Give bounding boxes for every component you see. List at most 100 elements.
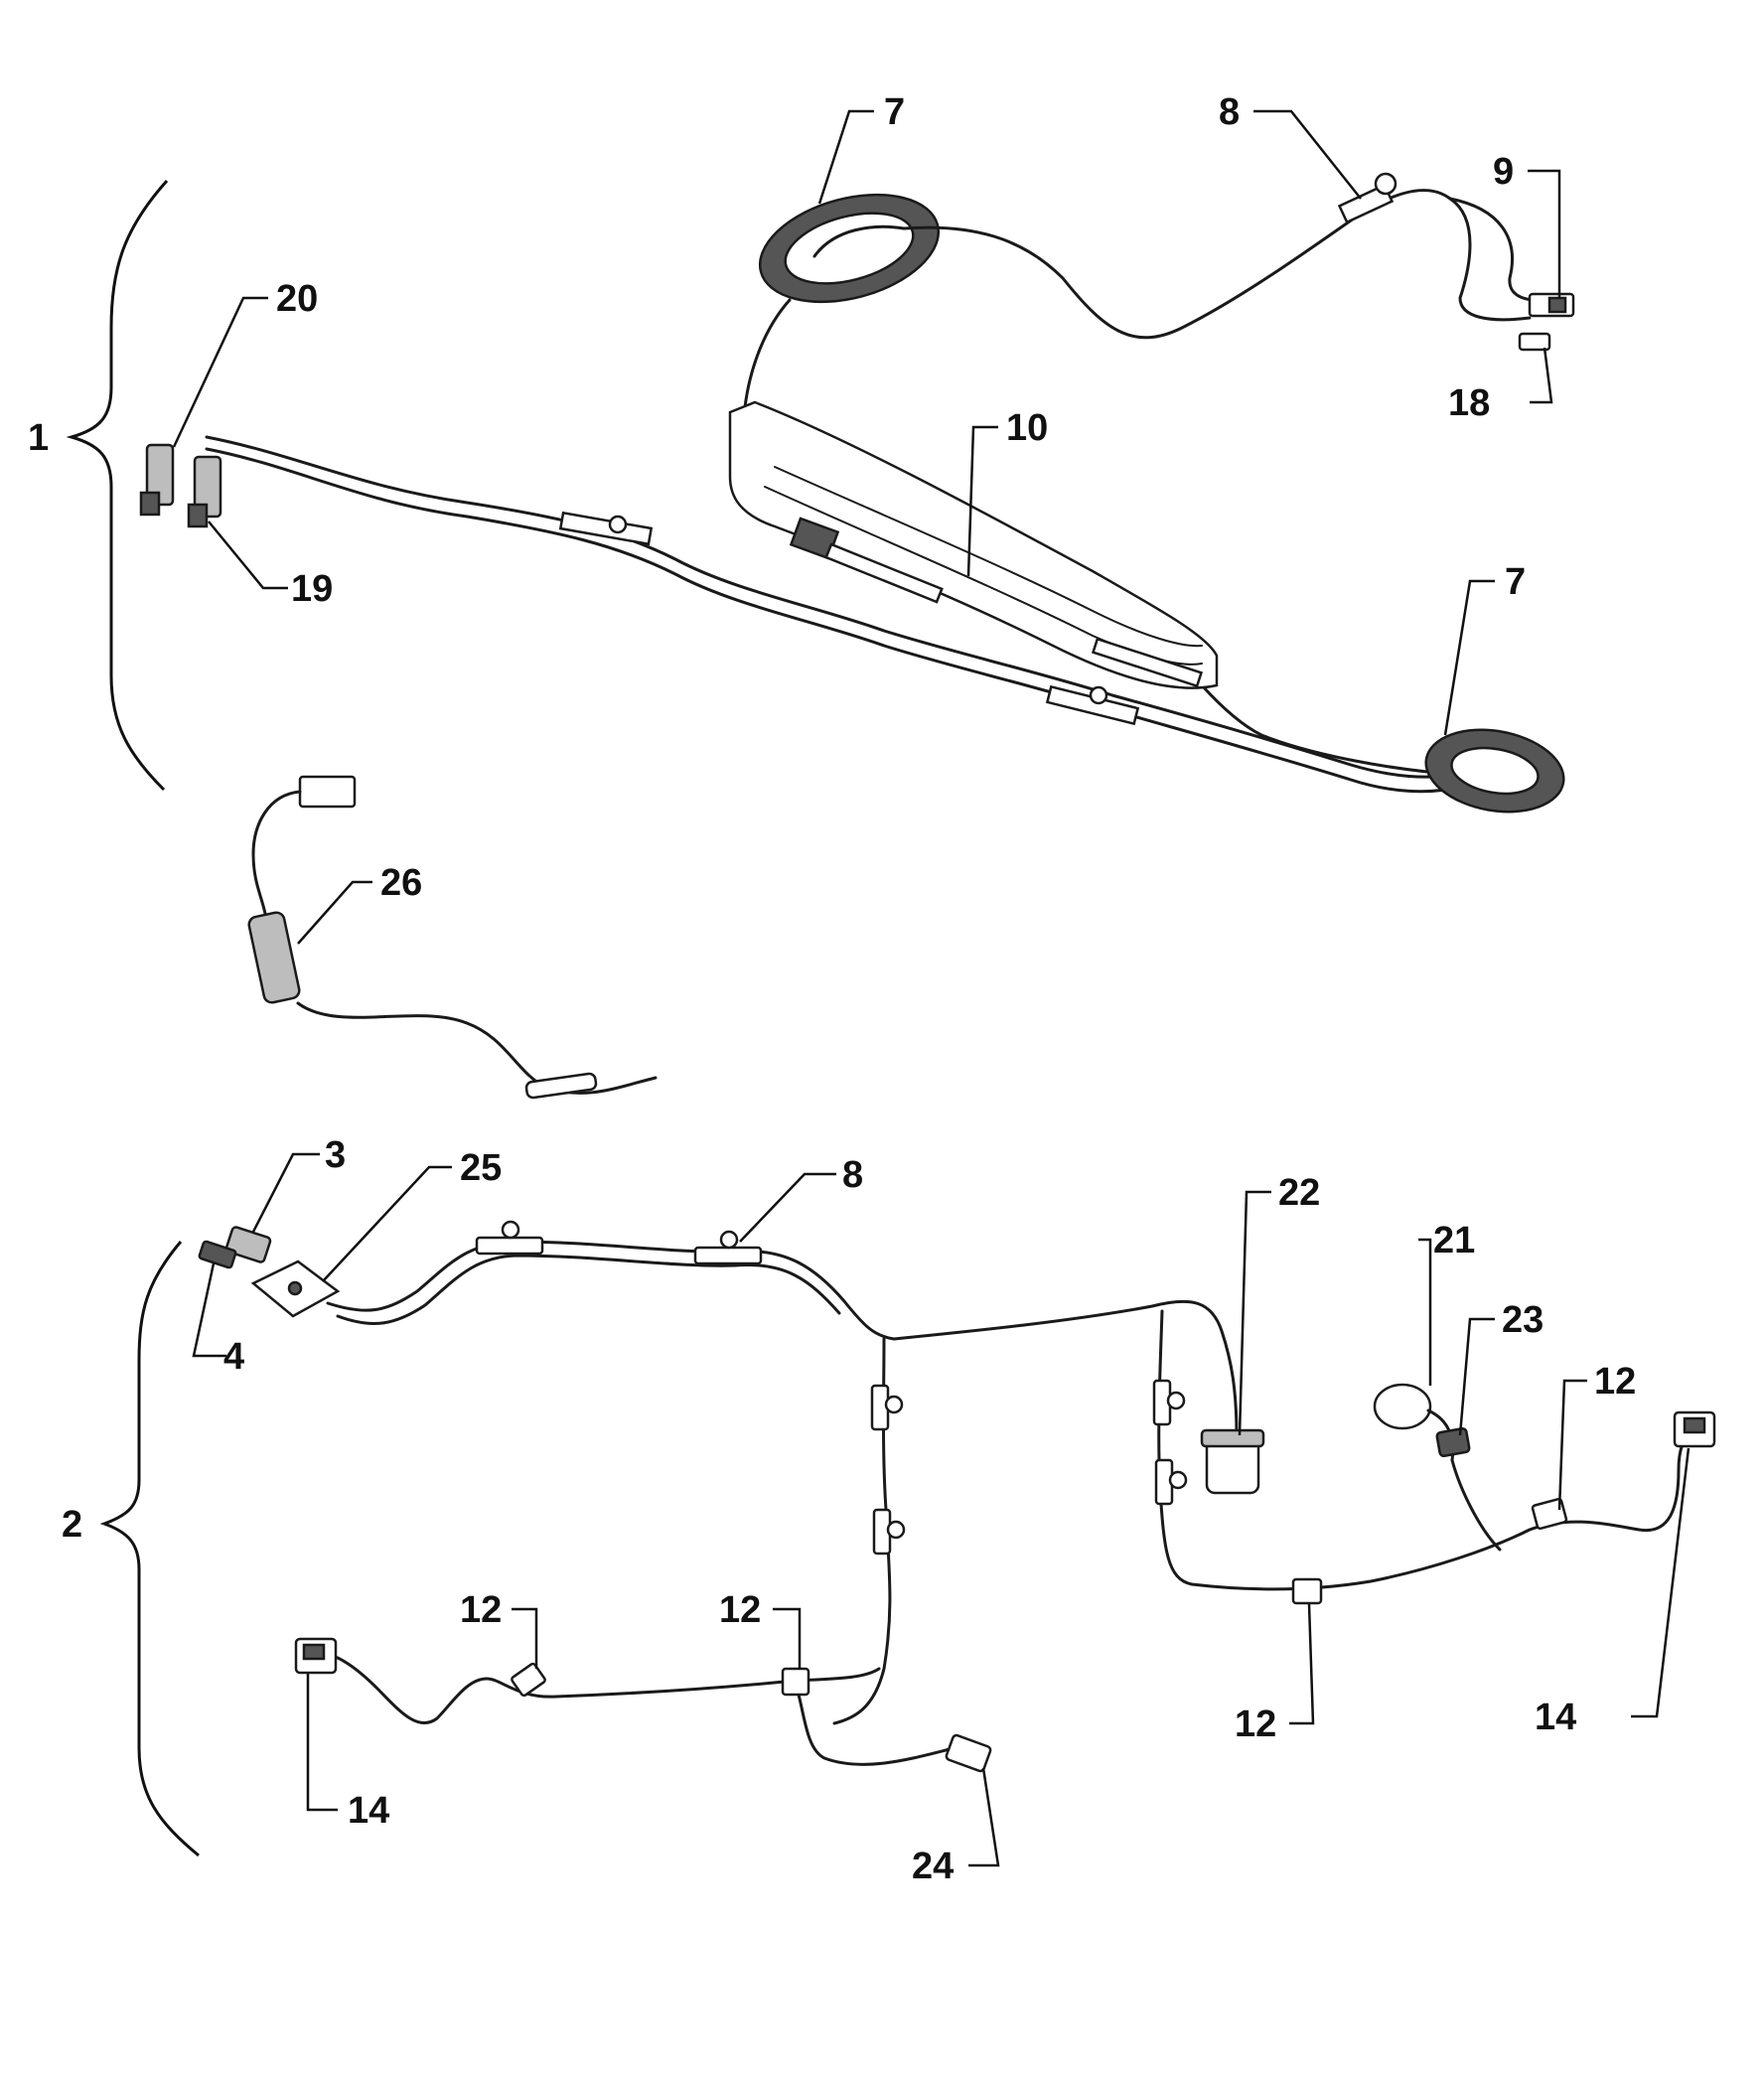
callout-14-right: 14 [1535,1697,1576,1738]
bracket-25-hole [287,1280,303,1296]
bracket-assembly-1 [66,179,169,792]
clip-8-top-knob [1374,172,1397,196]
connector-14-left-latch [302,1643,326,1661]
callout-21: 21 [1433,1220,1475,1261]
branch-clip-knob [884,1395,904,1414]
leader-23 [1458,1317,1495,1436]
leader-8b [739,1172,836,1243]
callout-18: 18 [1448,382,1490,424]
callout-10: 10 [1006,407,1048,449]
part-26-wire [251,790,302,921]
connector-14-right-latch [1683,1416,1706,1434]
callout-8-top: 8 [1219,91,1240,133]
callout-3: 3 [325,1134,346,1176]
connector-12-left [511,1662,546,1698]
leader-26 [297,880,372,945]
trunk-clip [475,1236,544,1256]
harness-clip-knob [608,515,628,534]
clip-8-lower-knob [719,1230,739,1250]
callout-20: 20 [276,278,318,320]
callout-2: 2 [62,1504,82,1546]
branch-clip-knob [1168,1470,1188,1490]
leader-7b [1443,579,1495,736]
leader-12c [512,1607,538,1669]
harness-clip [558,511,654,546]
connector-12-mid [781,1667,810,1697]
leader-12d [773,1607,802,1669]
branch-clip-knob [886,1520,906,1540]
trunk-clip-knob [501,1220,520,1240]
leader-25 [322,1165,452,1282]
leader-9 [1528,169,1561,298]
leader-24 [968,1767,1000,1867]
part-21 [1373,1383,1432,1430]
callout-labels: 1 2 3 4 7 7 8 8 9 10 12 12 12 12 14 14 1… [28,91,1636,1887]
callout-19: 19 [291,568,333,610]
callout-14-left: 14 [348,1790,389,1832]
callout-4: 4 [223,1336,244,1378]
harness-2-trunk-2 [336,1254,841,1326]
connector-24 [945,1733,992,1773]
housing-10-clip [824,542,944,604]
assembly-1-harness [66,172,1575,814]
part-4 [198,1240,237,1269]
callout-12-right-bottom: 12 [1235,1704,1276,1745]
callout-9: 9 [1493,151,1514,193]
connector-18 [1518,332,1551,352]
leader-20 [172,296,268,448]
part-26-terminal [524,1072,598,1100]
connector-20-latch [139,491,161,517]
leader-14b [306,1674,338,1812]
leader-18 [1530,347,1553,404]
leader-12a [1557,1379,1587,1511]
leader-4 [192,1262,226,1358]
harness-2-lower-branch-24 [793,1679,956,1766]
part-26-wire-lower [296,1001,658,1095]
harness-2-trunk [326,1240,1239,1437]
connector-12-right-top [1531,1497,1568,1531]
housing-10-detail [774,466,1203,648]
callout-23: 23 [1502,1299,1544,1341]
bracket-assembly-2 [99,1241,200,1857]
part-26-body [247,911,301,1004]
callout-7-top: 7 [884,91,905,133]
harness-clip-knob [1089,685,1108,705]
callout-12-lower-mid: 12 [719,1589,761,1631]
part-23 [1435,1426,1471,1458]
callout-12-lower-left: 12 [460,1589,502,1631]
connector-9-latch [1547,296,1567,314]
callout-22: 22 [1278,1172,1320,1214]
harness-wire-right-2 [1448,197,1551,302]
callout-8-lower: 8 [842,1154,863,1196]
leader-12b [1289,1603,1315,1725]
branch-clip-knob [1166,1391,1186,1410]
leader-21 [1418,1238,1432,1386]
leader-14a [1631,1447,1690,1718]
leader-3 [251,1152,320,1233]
leader-19 [208,520,288,590]
grommet-7-right-inner [1450,746,1540,796]
connector-19-latch [187,503,209,528]
part-26-connector [298,775,357,809]
clip-8-lower [693,1246,763,1265]
callout-25: 25 [460,1147,502,1189]
assembly-2-harness [99,1220,1716,1857]
callout-leaders [172,109,1690,1867]
callout-7-right: 7 [1505,561,1526,603]
connector-12-right-bottom [1291,1577,1323,1605]
harness-wire-right [902,189,1532,340]
part-26-lead [247,775,658,1100]
grommet-7-top-inner [784,212,915,285]
leader-22 [1238,1190,1271,1436]
leader-10 [966,425,998,577]
grommet-7-top-wire [812,224,906,258]
housing-10-clip [1091,637,1204,688]
connector-22-collar [1200,1428,1265,1448]
part-21-wire [1426,1408,1502,1552]
part-3 [224,1226,272,1263]
leader-8a [1253,109,1362,200]
callout-12-right-top: 12 [1594,1361,1636,1403]
leader-7a [817,109,874,205]
callout-24: 24 [912,1846,954,1887]
